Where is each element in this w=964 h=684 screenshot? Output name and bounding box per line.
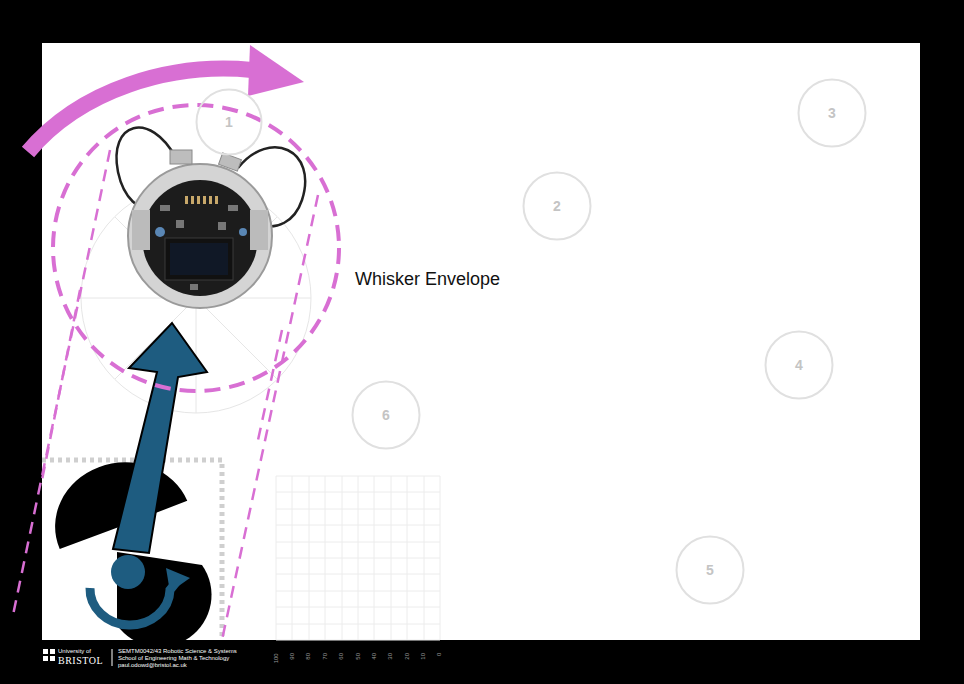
spot-number: 2	[522, 171, 592, 241]
scale-number: 40	[371, 653, 378, 660]
scale-number: 80	[306, 653, 313, 660]
scale-number: 0	[437, 653, 444, 656]
university-name: BRISTOL	[58, 655, 103, 666]
scale-number: 50	[355, 653, 362, 660]
course-title: SEMTM0042/43 Robotic Science & Systems	[118, 648, 237, 655]
numbered-circle: 1	[195, 88, 263, 156]
spot-number: 6	[351, 380, 421, 450]
numbered-circle: 5	[675, 535, 745, 605]
numbered-circle: 3	[797, 78, 867, 148]
school-name: School of Engineering Math & Technology	[118, 655, 229, 662]
spot-number: 4	[764, 330, 834, 400]
spot-number: 3	[797, 78, 867, 148]
scale-number: 90	[289, 653, 296, 660]
numbered-circle: 2	[522, 171, 592, 241]
scale-number: 100	[273, 653, 280, 663]
spot-number: 1	[195, 88, 263, 156]
numbered-circle: 4	[764, 330, 834, 400]
scale-number: 20	[404, 653, 411, 660]
email-address: paul.odowd@bristol.ac.uk	[118, 662, 187, 669]
numbered-circle: 6	[351, 380, 421, 450]
scale-number: 10	[420, 653, 427, 660]
spot-number: 5	[675, 535, 745, 605]
scale-number: 70	[322, 653, 329, 660]
scale-number: 30	[388, 653, 395, 660]
whisker-envelope-label: Whisker Envelope	[355, 270, 500, 290]
scale-number: 60	[338, 653, 345, 660]
university-name: University of	[58, 648, 91, 655]
